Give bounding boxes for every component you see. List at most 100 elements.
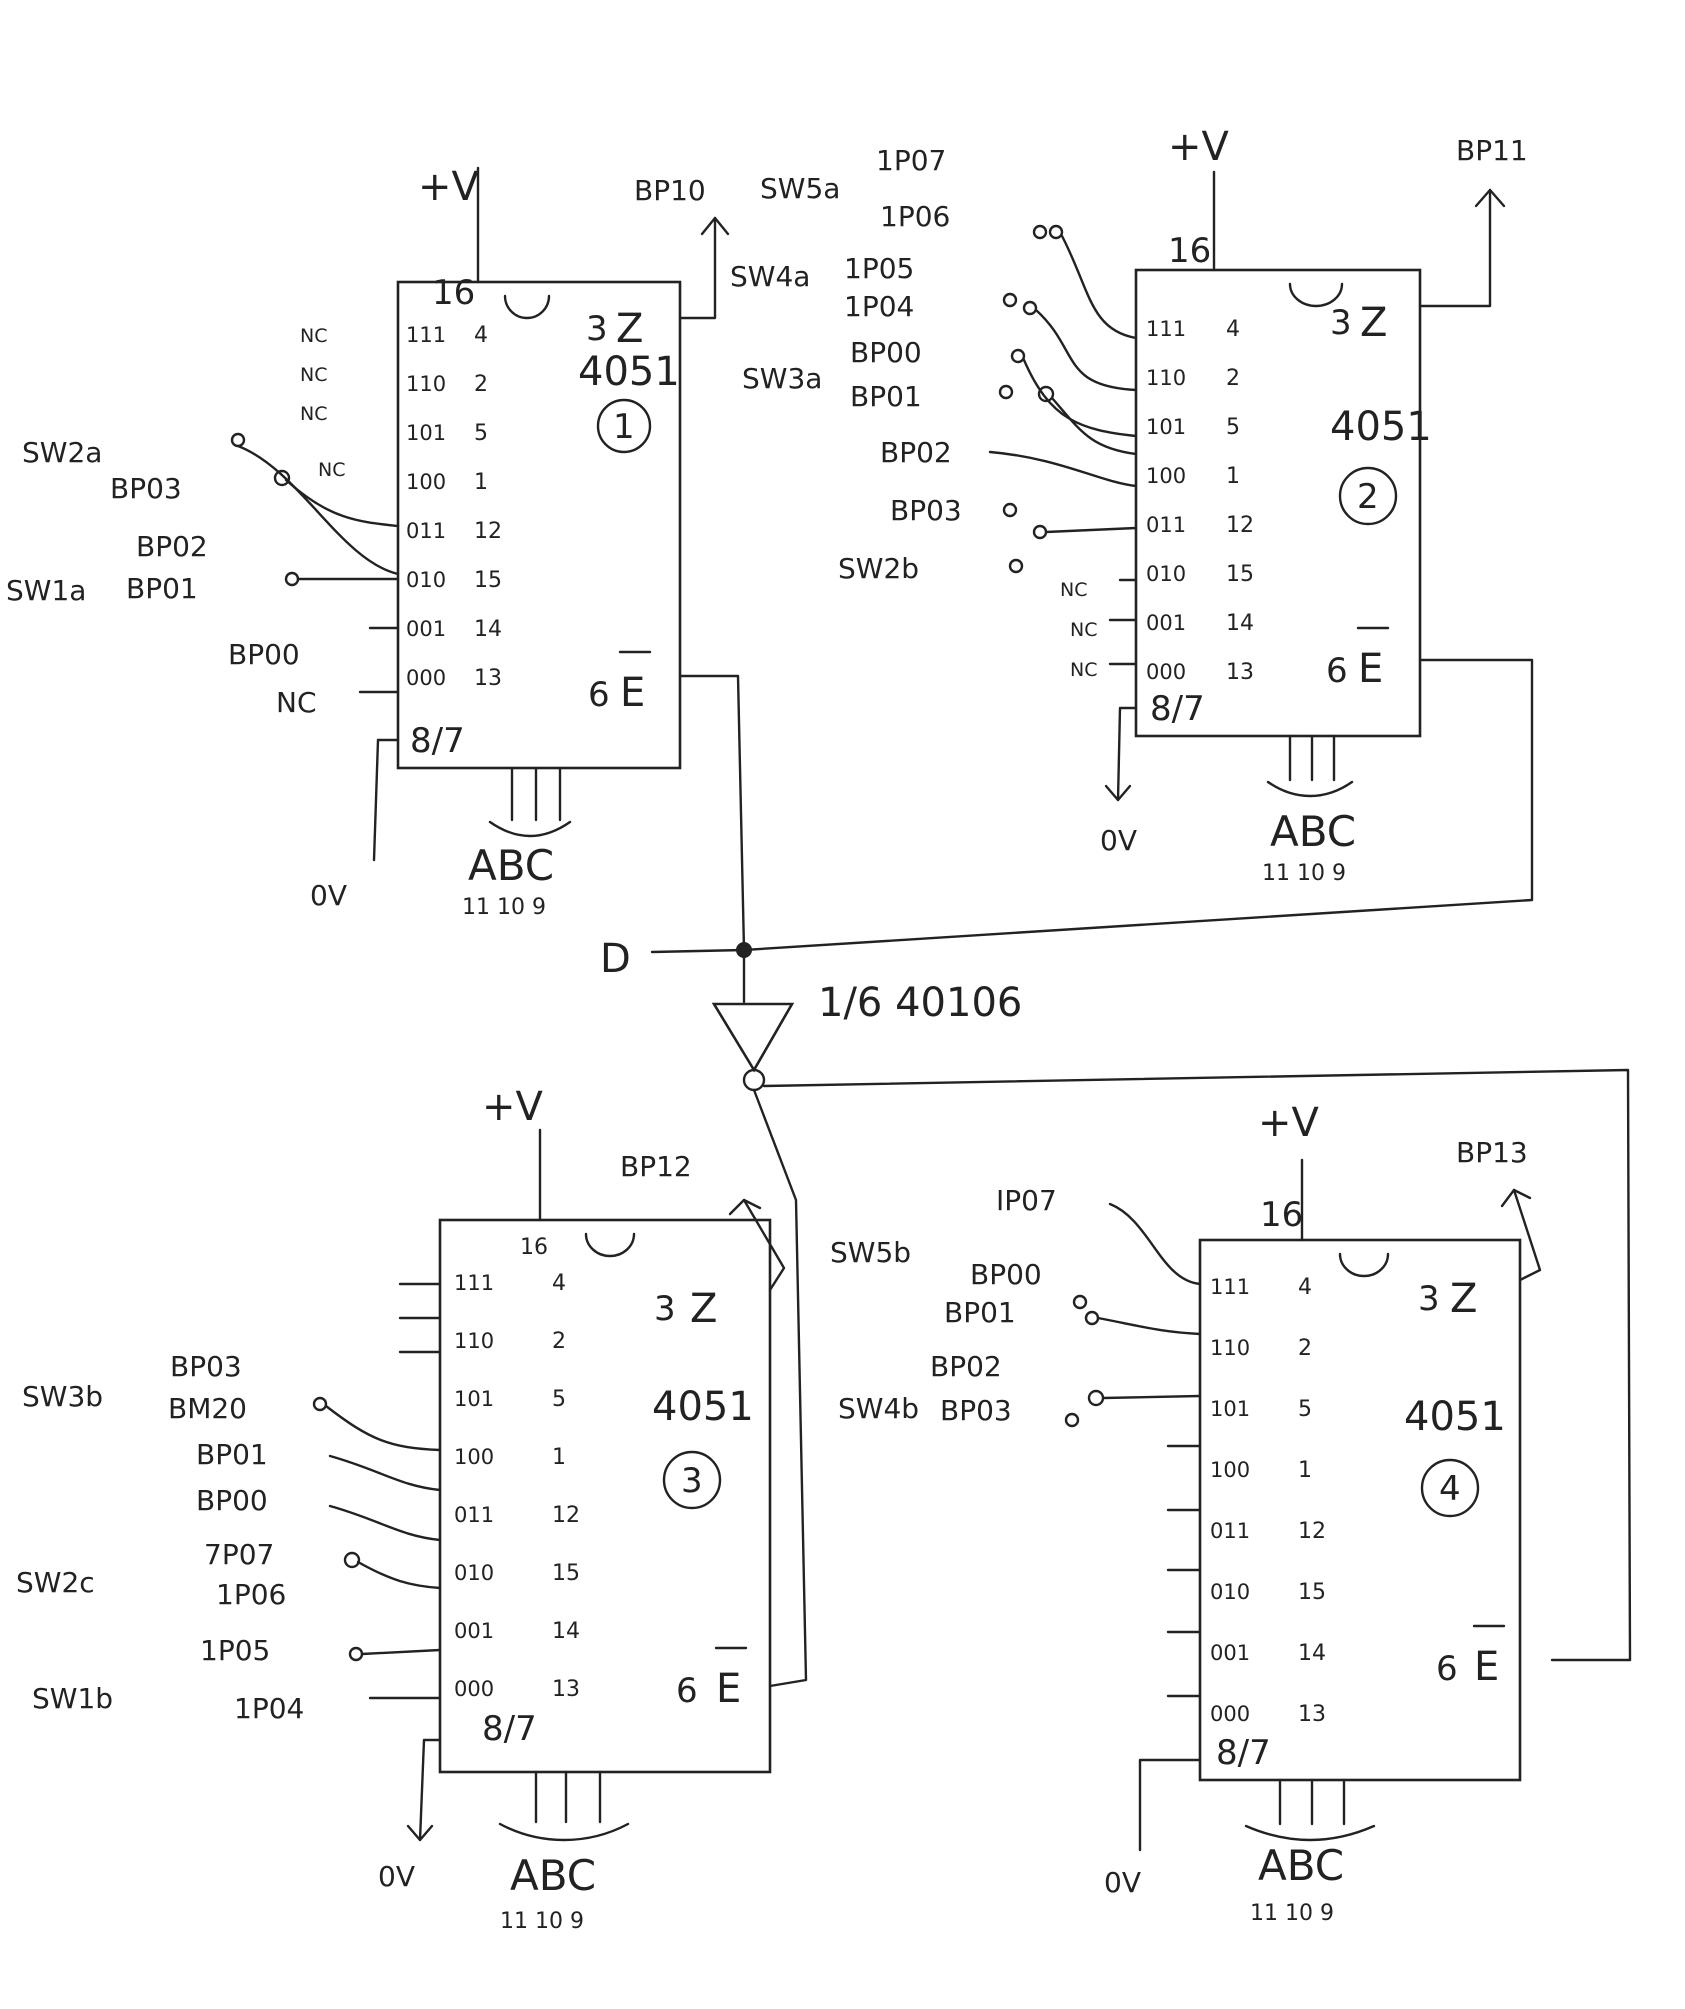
chip-3-abc: ABC	[510, 1851, 596, 1900]
row-code: 111	[454, 1271, 494, 1295]
chip-2-e: E	[1358, 646, 1383, 692]
chip-4-inputs: SW5b IP07 BP00 BP01 BP02 SW4b BP03	[830, 1184, 1202, 1698]
input-label: BP03	[890, 494, 962, 527]
chip-1-vplus: +V	[418, 164, 480, 210]
row-code: 110	[454, 1329, 494, 1353]
chip-1-e: E	[620, 670, 645, 716]
chip-1-z: Z	[616, 306, 643, 352]
input-label: NC	[318, 459, 345, 481]
row-code: 100	[406, 470, 446, 494]
chip-2: +V 16 3 Z BP11 4051 2 6 E 8/7 0V ABC 11 …	[730, 124, 1528, 886]
chip-1-gnd-wire	[372, 738, 400, 862]
chip-3-pin16: 16	[520, 1235, 548, 1260]
chip-2-pin16: 16	[1168, 231, 1211, 271]
chip-3-notch	[584, 1232, 636, 1258]
row-pin: 14	[1298, 1641, 1326, 1666]
d-wire	[650, 948, 746, 954]
chip-3-part: 4051	[652, 1384, 754, 1430]
row-code: 001	[406, 617, 446, 641]
chip-2-z-pin: 3	[1330, 303, 1352, 343]
input-label: SW3a	[742, 362, 822, 395]
row-code: 101	[1210, 1397, 1250, 1421]
row-pin: 5	[552, 1387, 566, 1412]
input-label: NC	[1070, 659, 1097, 681]
row-pin: 15	[1298, 1580, 1326, 1605]
chip-2-gnd: 0V	[1100, 824, 1137, 857]
chip-3-e: E	[716, 1666, 741, 1712]
row-pin: 12	[1298, 1519, 1326, 1544]
row-pin: 4	[1298, 1275, 1312, 1300]
row-pin: 15	[1226, 562, 1254, 587]
chip-2-e-wire	[742, 658, 1534, 952]
enable-network: D 1/6 40106	[600, 658, 1632, 1688]
inverter-triangle	[711, 1002, 795, 1073]
row-pin: 1	[1298, 1458, 1312, 1483]
chip-4-out-arrow	[1500, 1188, 1532, 1208]
row-pin: 4	[474, 323, 488, 348]
input-label: NC	[300, 325, 327, 347]
row-code: 000	[406, 666, 446, 690]
input-label: BP03	[110, 472, 182, 505]
input-label: 7P07	[204, 1538, 274, 1571]
chip-4-addr-lines	[1244, 1778, 1376, 1842]
row-code: 011	[1146, 513, 1186, 537]
chip-2-output: BP11	[1456, 134, 1528, 167]
row-code: 010	[454, 1561, 494, 1585]
chip-3-inputs: SW3b BP03 BM20 BP01 BP00 SW2c 7P07 1P06 …	[16, 1282, 442, 1725]
chip-3-id-circle	[662, 1450, 722, 1510]
row-pin: 12	[474, 519, 502, 544]
chip-4-z-pin: 3	[1418, 1279, 1440, 1319]
row-pin: 13	[1226, 660, 1254, 685]
input-label: NC	[276, 686, 317, 719]
chip-1-output: BP10	[634, 174, 706, 207]
chip-3-z-pin: 3	[654, 1289, 676, 1329]
chip-2-id-circle	[1338, 466, 1398, 526]
input-label: SW4a	[730, 260, 810, 293]
chip-1-notch	[503, 294, 551, 320]
row-pin: 13	[552, 1677, 580, 1702]
chip-1-id: 1	[613, 407, 635, 447]
chip-4: +V 16 3 Z BP13 4051 4 6 E 8/7 0V ABC 11 …	[830, 1100, 1542, 1926]
input-label: BP00	[850, 336, 922, 369]
row-pin: 13	[474, 666, 502, 691]
row-pin: 12	[1226, 513, 1254, 538]
row-code: 101	[454, 1387, 494, 1411]
chip-4-vplus: +V	[1258, 1100, 1320, 1146]
chip-3-e-pin: 6	[676, 1671, 698, 1711]
chip-4-notch	[1338, 1252, 1390, 1278]
input-label: BP02	[930, 1350, 1002, 1383]
chip-2-body	[1134, 268, 1422, 738]
row-code: 011	[1210, 1519, 1250, 1543]
row-pin: 13	[1298, 1702, 1326, 1727]
row-code: 010	[1210, 1580, 1250, 1604]
chip-1-gnd-pin: 8/7	[410, 721, 465, 761]
input-label: BP00	[970, 1258, 1042, 1291]
chip-1-addr-lines	[488, 766, 572, 838]
chip-1-gnd: 0V	[310, 879, 347, 912]
chip-4-abc-pins: 11 10 9	[1250, 1901, 1334, 1926]
row-pin: 1	[1226, 464, 1240, 489]
chip-2-notch	[1288, 282, 1344, 308]
chip-3-id: 3	[681, 1461, 703, 1501]
row-code: 000	[454, 1677, 494, 1701]
chip-1-id-circle	[596, 398, 652, 454]
row-code: 100	[1210, 1458, 1250, 1482]
chip-3-vplus: +V	[482, 1084, 544, 1130]
chip-4-part: 4051	[1404, 1394, 1506, 1440]
input-label: BP00	[196, 1484, 268, 1517]
input-label: BP01	[196, 1438, 268, 1471]
chip-4-e: E	[1474, 1644, 1499, 1690]
chip-4-out-wire	[1512, 1188, 1542, 1282]
chip-3: +V 16 3 Z BP12 4051 3 6 E 8/7 0V ABC 11 …	[16, 1084, 786, 1934]
input-label: 1P05	[200, 1634, 270, 1667]
input-label: 1P05	[844, 252, 914, 285]
chip-4-gnd-wire	[1138, 1758, 1202, 1852]
chip-1-pin16: 16	[432, 273, 475, 313]
row-code: 101	[406, 421, 446, 445]
row-pin: 15	[552, 1561, 580, 1586]
chip-2-part: 4051	[1330, 404, 1432, 450]
chip-2-id: 2	[1357, 477, 1379, 517]
